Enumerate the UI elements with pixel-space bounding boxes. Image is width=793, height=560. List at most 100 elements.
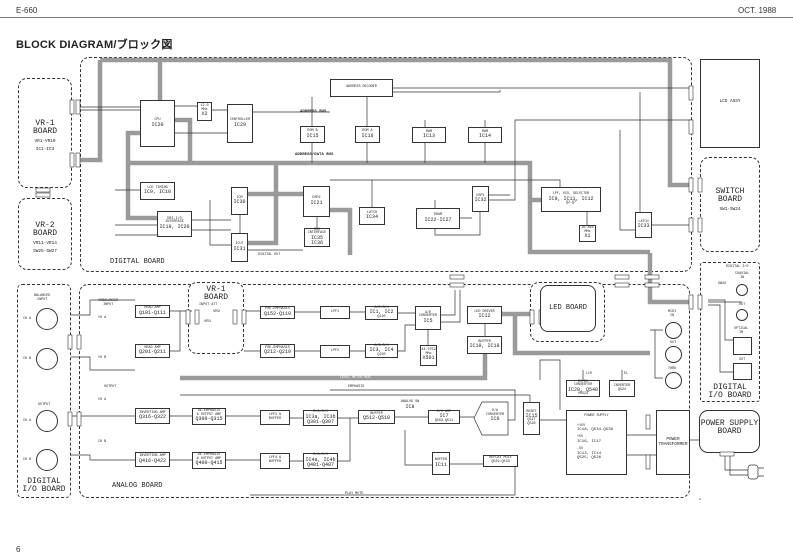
block-ic: IC30 xyxy=(233,199,246,206)
lpf4-buffer-block: LPF4 &BUFFER xyxy=(260,453,290,469)
block-title: DE-EMPHASIS xyxy=(197,453,221,458)
vr1-parts: VR1-VR10 xyxy=(34,138,56,144)
xlr-input-cha-jack xyxy=(36,308,58,330)
phone-out-cha-label: CH A xyxy=(98,398,107,402)
switch-parts: SW1-SW24 xyxy=(719,206,741,212)
midi-in: IN xyxy=(670,314,675,318)
block-unit: MHz xyxy=(425,351,432,356)
block-ic: IC15 xyxy=(525,413,538,420)
block-ic: Q201-Q211 xyxy=(138,349,166,356)
block-ic: IC19, IC20 xyxy=(159,223,190,230)
block-unit: MHz xyxy=(201,107,208,112)
block-title: HEAD AMP xyxy=(144,345,161,350)
optical-label: OPTICAL xyxy=(734,327,749,331)
block-unit: MHz xyxy=(584,229,591,234)
block-title: LCD TIMING xyxy=(147,185,168,190)
block-ic: IC11 xyxy=(434,461,447,468)
block-title: ROM B xyxy=(307,129,318,134)
block-ic: IC3, IC4 xyxy=(369,347,394,354)
analog-board-label: ANALOG BOARD xyxy=(112,482,163,490)
vr1-ics: IC1-IC3 xyxy=(35,147,55,153)
digital-io-left-subtitle: I/O BOARD xyxy=(22,485,66,495)
block-title: INVERTER xyxy=(613,383,631,388)
block-ic: IC4a, IC4b xyxy=(305,456,336,463)
rail-15v: +15V xyxy=(577,423,586,428)
block-title: RAM xyxy=(425,129,433,134)
block-ic: IC14 xyxy=(478,133,491,140)
analog-board xyxy=(79,284,690,498)
block-ic: IC35 xyxy=(310,234,323,241)
block-title: LATCH xyxy=(366,210,378,215)
block-ic: IC20 xyxy=(151,121,164,128)
midi-thru-jack xyxy=(665,372,682,389)
block-subtitle: TRANSFORMER xyxy=(658,441,688,447)
coaxial-out-jack xyxy=(736,309,748,321)
block-ic: IC12 xyxy=(478,313,491,320)
vr1-analog-title: VR-1 xyxy=(206,285,226,294)
bus-line xyxy=(175,117,193,163)
block-title: LPF4 & xyxy=(268,456,282,461)
block-title: A/D-S/H xyxy=(374,343,389,348)
block-ic: IC5 xyxy=(423,317,433,324)
block-transistors: Q503-Q511 xyxy=(434,418,454,423)
block-subtitle: & OUTPUT AMP xyxy=(196,412,222,417)
level-meter-bus-label: LEVEL METER BUS xyxy=(340,376,371,380)
phone-in-chb-label: CH B xyxy=(98,356,107,360)
model-number: E-660 xyxy=(16,6,38,15)
led-board xyxy=(540,285,596,332)
el-supply-label: EL xyxy=(624,372,629,376)
block-title: ICUT xyxy=(235,242,244,247)
block-title: ANALOG SW xyxy=(400,400,420,404)
input-chb-label: CH B xyxy=(23,357,32,361)
input-label: INPUT xyxy=(37,298,48,302)
block-ic: Q212-Q219 xyxy=(263,349,291,356)
block-ic: Q416-Q422 xyxy=(138,457,166,464)
block-title: LATCH xyxy=(638,219,649,224)
bus-line xyxy=(512,314,650,356)
psb-subtitle: BOARD xyxy=(717,427,742,437)
block-ic: X501 xyxy=(422,355,435,362)
block-ic: IC8 xyxy=(405,403,415,410)
lcd-supply-label: LCD xyxy=(586,372,593,376)
address-data-bus-label: ADDRESS/DATA BUS xyxy=(295,153,334,157)
block-title: BUFFER xyxy=(478,339,491,344)
block-ic: Q400-Q415 xyxy=(195,460,223,467)
block-title: DE-EMPHASIS xyxy=(197,409,221,414)
page-title: BLOCK DIAGRAM/ブロック図 xyxy=(16,39,173,51)
block-ic: Q101-Q111 xyxy=(138,309,166,316)
block-ic: Q512-Q518 xyxy=(362,415,390,422)
xlr-output-cha-jack xyxy=(36,410,58,432)
balanced-label: BALANCED xyxy=(34,294,51,298)
coaxial-out-label: OUT xyxy=(739,303,746,307)
lpf3-buffer-block: LPF3 &BUFFER xyxy=(260,410,290,425)
